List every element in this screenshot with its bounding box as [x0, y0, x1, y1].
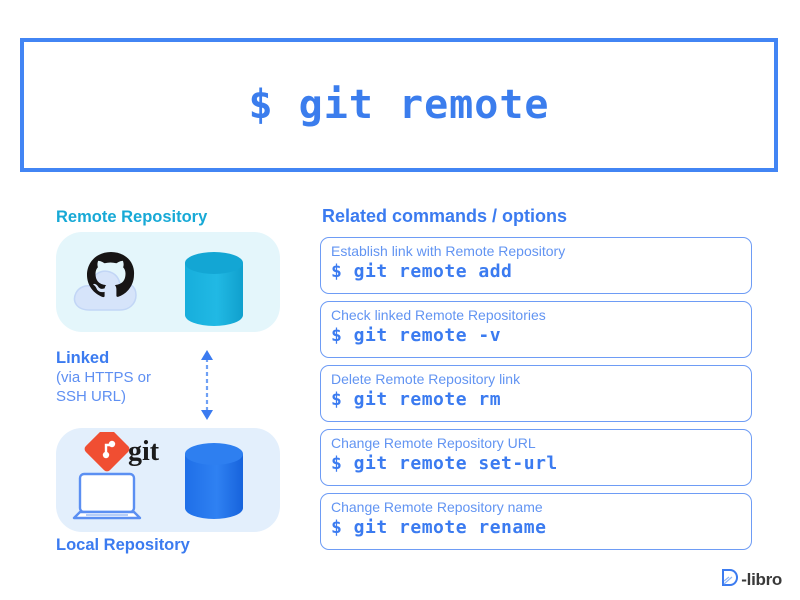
link-title: Linked [56, 349, 110, 367]
command-code: $ git remote set-url [331, 453, 558, 474]
laptop-icon: git [72, 426, 164, 524]
github-cloud-icon [70, 248, 154, 318]
remote-repository-label: Remote Repository [56, 208, 208, 226]
command-code: $ git remote rename [331, 517, 547, 538]
brand-logo: -libro [720, 568, 782, 592]
command-card[interactable]: Change Remote Repository URL $ git remot… [320, 429, 752, 486]
command-code: $ git remote -v [331, 325, 502, 346]
local-database-cylinder-icon [183, 440, 245, 519]
header-command-text: $ git remote [248, 82, 550, 128]
command-card[interactable]: Delete Remote Repository link $ git remo… [320, 365, 752, 422]
command-description: Establish link with Remote Repository [331, 243, 566, 259]
link-description: Linked (via HTTPS or SSH URL) [56, 348, 196, 406]
command-card[interactable]: Change Remote Repository name $ git remo… [320, 493, 752, 550]
repository-diagram: Remote Repository [0, 200, 300, 570]
related-commands-heading: Related commands / options [322, 206, 568, 226]
command-card[interactable]: Establish link with Remote Repository $ … [320, 237, 752, 294]
command-description: Delete Remote Repository link [331, 371, 521, 387]
related-commands-section: Related commands / options Establish lin… [320, 206, 752, 557]
command-description: Check linked Remote Repositories [331, 307, 546, 323]
command-description: Change Remote Repository URL [331, 435, 536, 451]
link-subtitle-line-2: SSH URL) [56, 388, 127, 405]
remote-database-cylinder-icon [183, 250, 245, 328]
header-command-box: $ git remote [20, 38, 778, 172]
local-repository-label: Local Repository [56, 536, 190, 554]
git-wordmark: git [128, 436, 160, 467]
command-code: $ git remote add [331, 261, 513, 282]
dlibro-mark-icon [720, 568, 739, 592]
command-card[interactable]: Check linked Remote Repositories $ git r… [320, 301, 752, 358]
link-subtitle-line-1: (via HTTPS or [56, 369, 152, 386]
brand-name: -libro [741, 570, 782, 589]
vertical-double-arrow-icon [192, 350, 222, 420]
command-code: $ git remote rm [331, 389, 502, 410]
command-description: Change Remote Repository name [331, 499, 543, 515]
